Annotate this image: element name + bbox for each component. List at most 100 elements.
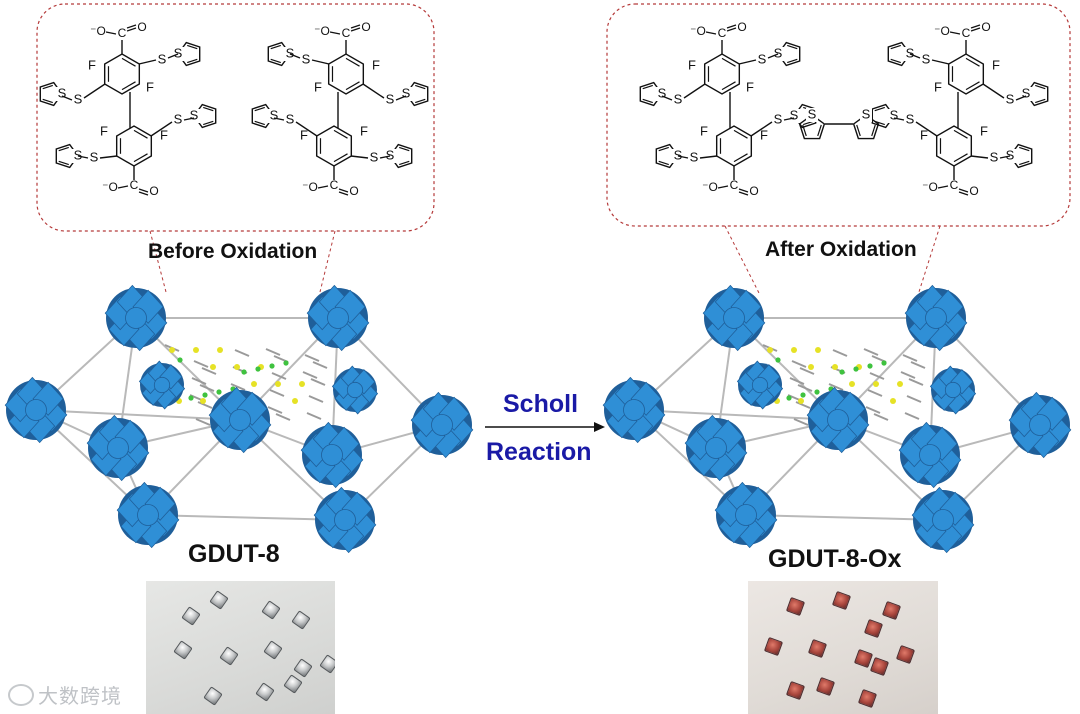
label-mask bbox=[268, 109, 280, 123]
sulfur-atom-label: S bbox=[302, 51, 311, 66]
zr-cluster bbox=[138, 360, 186, 410]
octahedron bbox=[159, 364, 183, 390]
cluster-center bbox=[25, 399, 47, 421]
thiophene-ring bbox=[267, 41, 291, 67]
thiophene-ring bbox=[389, 143, 413, 169]
linker-bond bbox=[902, 354, 918, 362]
bond bbox=[167, 53, 179, 59]
bond bbox=[99, 155, 118, 159]
cluster-center bbox=[321, 444, 343, 466]
zr-cluster bbox=[929, 365, 977, 415]
bond bbox=[733, 153, 748, 163]
cluster-center bbox=[334, 509, 356, 531]
reaction-arrow-head bbox=[594, 422, 605, 432]
bond bbox=[856, 124, 861, 137]
before-callout-box bbox=[36, 3, 435, 232]
sulfur-atom-label: S bbox=[790, 107, 799, 122]
bond bbox=[133, 129, 148, 139]
bond bbox=[658, 146, 669, 152]
cluster-center bbox=[137, 504, 159, 526]
bond bbox=[187, 58, 198, 64]
sulfur-atom bbox=[251, 381, 257, 387]
bond bbox=[958, 188, 969, 193]
bond bbox=[658, 160, 669, 166]
carbon-atom-label: C bbox=[330, 178, 339, 192]
bond bbox=[338, 188, 349, 193]
watermark-logo-icon bbox=[8, 684, 34, 706]
sulfur-atom-label: S bbox=[286, 45, 295, 60]
sulfur-atom bbox=[299, 381, 305, 387]
bond bbox=[937, 185, 949, 189]
carbon-atom-label: C bbox=[730, 178, 739, 192]
crystal bbox=[785, 596, 806, 617]
bond bbox=[317, 185, 329, 189]
label-mask bbox=[788, 109, 800, 123]
fluorine-atom-label: F bbox=[146, 79, 154, 94]
sulfur-atom-label: S bbox=[90, 149, 99, 164]
linker-bond bbox=[791, 360, 807, 368]
bond bbox=[150, 121, 173, 137]
sulfur-atom-label: S bbox=[1022, 85, 1031, 100]
bond bbox=[138, 188, 149, 193]
linker-bond bbox=[191, 377, 207, 385]
crystal bbox=[263, 640, 283, 660]
thiophene-ring bbox=[798, 114, 826, 140]
carbon-atom-label: C bbox=[342, 26, 351, 40]
thiophene-ring bbox=[887, 41, 911, 67]
fluorine-atom bbox=[867, 363, 873, 369]
linker-bond bbox=[197, 401, 213, 409]
linker-bond bbox=[799, 367, 815, 375]
carbon-atom-label: C bbox=[718, 26, 727, 40]
sulfur-atom bbox=[767, 347, 773, 353]
bond bbox=[126, 24, 137, 29]
crystal bbox=[831, 590, 852, 611]
linker-bond bbox=[873, 413, 889, 421]
zr-cluster bbox=[911, 486, 975, 554]
bond bbox=[399, 146, 410, 152]
watermark-text: 大数跨境 bbox=[38, 684, 122, 708]
cluster-center bbox=[723, 307, 745, 329]
zr-cluster bbox=[86, 414, 150, 482]
fluorine-atom bbox=[775, 357, 781, 363]
carbon-atom-label: C bbox=[118, 26, 127, 40]
zr-cluster bbox=[313, 486, 377, 554]
oxygen-anion-label: ⁻O bbox=[90, 24, 106, 38]
sulfur-atom bbox=[815, 347, 821, 353]
bond bbox=[270, 44, 281, 50]
label-mask bbox=[988, 151, 1000, 165]
crystal bbox=[785, 680, 806, 701]
fluorine-atom-label: F bbox=[934, 79, 942, 94]
sulfur-atom-label: S bbox=[1006, 147, 1015, 162]
bond bbox=[787, 44, 798, 50]
cluster-center bbox=[229, 409, 251, 431]
oxygen-atom-label: O bbox=[149, 184, 158, 198]
bond bbox=[254, 120, 265, 126]
bond bbox=[893, 117, 905, 121]
bond bbox=[717, 185, 729, 189]
bond bbox=[931, 59, 950, 65]
crystal bbox=[291, 610, 311, 630]
benzene-ring bbox=[315, 125, 353, 167]
sulfur-atom bbox=[234, 364, 240, 370]
framework-strut bbox=[35, 409, 241, 421]
cluster-center bbox=[827, 409, 849, 431]
bond bbox=[138, 59, 157, 65]
fluorine-atom-label: F bbox=[100, 123, 108, 138]
label-mask bbox=[368, 151, 380, 165]
zr-cluster bbox=[208, 386, 272, 454]
fluorine-atom-label: F bbox=[760, 127, 768, 142]
cluster-center bbox=[932, 509, 954, 531]
bond bbox=[187, 44, 198, 50]
bond bbox=[909, 53, 921, 59]
fluorine-atom bbox=[269, 363, 275, 369]
bond bbox=[683, 83, 706, 99]
zr-cluster bbox=[1008, 391, 1072, 459]
sulfur-atom bbox=[169, 347, 175, 353]
sulfur-atom-label: S bbox=[402, 85, 411, 100]
zr-cluster bbox=[410, 391, 474, 459]
bond bbox=[395, 95, 407, 101]
bond bbox=[345, 57, 360, 67]
gdut8-ox-framework bbox=[602, 284, 1072, 554]
oxygen-anion-label: ⁻O bbox=[934, 24, 950, 38]
benzene-ring bbox=[935, 125, 973, 167]
